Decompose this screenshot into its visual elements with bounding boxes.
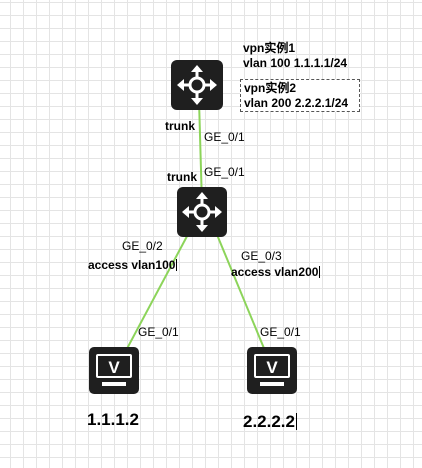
vpc-glyph: V (266, 358, 278, 377)
vpn2-detail: vlan 200 2.2.2.1/24 (244, 96, 349, 110)
host-left-port-label: GE_0/1 (138, 325, 179, 339)
vpc-glyph: V (108, 358, 120, 377)
link-switch-host-left (121, 224, 194, 359)
vpn1-title: vpn实例1 (243, 41, 296, 55)
vpn2-box (240, 79, 360, 112)
link-switch-host-right (212, 224, 269, 359)
router-port-label: GE_0/1 (204, 130, 245, 144)
switch-right-mode-label: access vlan200 (231, 265, 321, 279)
host-right-ip: 2.2.2.2 (243, 412, 297, 431)
switch-uplink-port-label: GE_0/1 (204, 165, 245, 179)
switch-trunk-label: trunk (167, 170, 197, 184)
host-left-ip: 1.1.1.2 (87, 410, 139, 429)
switch-right-port-label: GE_0/3 (241, 249, 282, 263)
host-right-port-label: GE_0/1 (260, 325, 301, 339)
switch-left-port-label: GE_0/2 (122, 239, 163, 253)
vpc-icon-right[interactable]: V (247, 347, 297, 394)
switch-left-mode-label: access vlan100 (88, 258, 178, 272)
router-trunk-label: trunk (165, 119, 195, 133)
l3-switch-icon[interactable] (177, 187, 227, 237)
router-icon[interactable] (171, 60, 223, 110)
vpc-icon-left[interactable]: V (89, 347, 139, 394)
vpn2-title: vpn实例2 (244, 81, 297, 95)
vpn1-detail: vlan 100 1.1.1.1/24 (243, 56, 348, 70)
